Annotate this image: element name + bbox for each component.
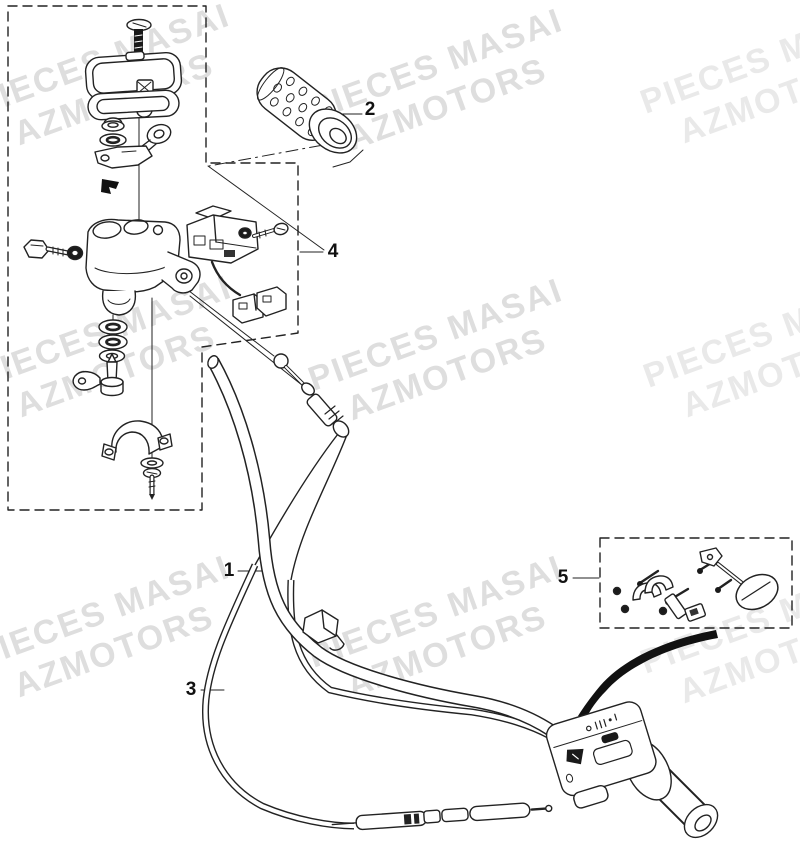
switch-housing bbox=[186, 214, 259, 264]
diaphragm-grommet bbox=[101, 117, 125, 132]
grip-centerline bbox=[208, 140, 346, 167]
cable-guide bbox=[684, 603, 706, 622]
part-label-5: 5 bbox=[557, 567, 569, 588]
switch-wire bbox=[210, 260, 242, 297]
handlebar bbox=[207, 355, 556, 737]
dashed-box-throttle-parts bbox=[599, 537, 793, 629]
clamp-washer bbox=[140, 457, 164, 469]
brake-master-cylinder-assembly bbox=[23, 18, 201, 500]
bleeder-valve bbox=[100, 353, 124, 397]
switch-screw bbox=[252, 222, 289, 239]
retaining-clip bbox=[101, 179, 119, 194]
cable-clamp-half bbox=[632, 582, 662, 601]
part-label-1: 1 bbox=[223, 560, 235, 581]
cap-screw bbox=[126, 18, 152, 60]
wire-connectors bbox=[232, 286, 287, 324]
choke-knob bbox=[735, 573, 779, 611]
washer bbox=[99, 133, 127, 147]
part-label-2: 2 bbox=[364, 99, 376, 120]
dashed-box-brake-assembly bbox=[7, 5, 299, 511]
part-label-4: 4 bbox=[327, 241, 339, 262]
throttle-housing bbox=[545, 701, 719, 839]
grip-end-cap bbox=[683, 803, 719, 839]
throttle-housing-parts bbox=[612, 547, 779, 622]
pointer-arrow bbox=[578, 630, 718, 719]
cylinder-boot bbox=[101, 290, 137, 316]
choke-lever bbox=[699, 547, 779, 611]
lever-arm bbox=[72, 371, 101, 391]
lever-bracket bbox=[94, 123, 172, 169]
cable-end-fitting bbox=[273, 353, 350, 438]
bar-clamp bbox=[101, 420, 173, 461]
part-label-3: 3 bbox=[185, 679, 197, 700]
cap-gasket bbox=[87, 89, 180, 121]
clamp-screw bbox=[142, 467, 162, 500]
handlebar-clamp bbox=[302, 609, 345, 651]
handlebar-end bbox=[207, 355, 219, 369]
switch-icons bbox=[585, 713, 618, 732]
cable-adjuster bbox=[331, 802, 553, 831]
plate bbox=[664, 593, 687, 620]
master-cylinder-body bbox=[85, 218, 201, 316]
switch-assembly bbox=[186, 205, 289, 324]
grip bbox=[256, 67, 358, 154]
cable-clamp-half bbox=[644, 575, 674, 594]
mount-bolt bbox=[23, 239, 84, 261]
washer-stack bbox=[98, 319, 128, 363]
leader-lines bbox=[112, 29, 600, 691]
